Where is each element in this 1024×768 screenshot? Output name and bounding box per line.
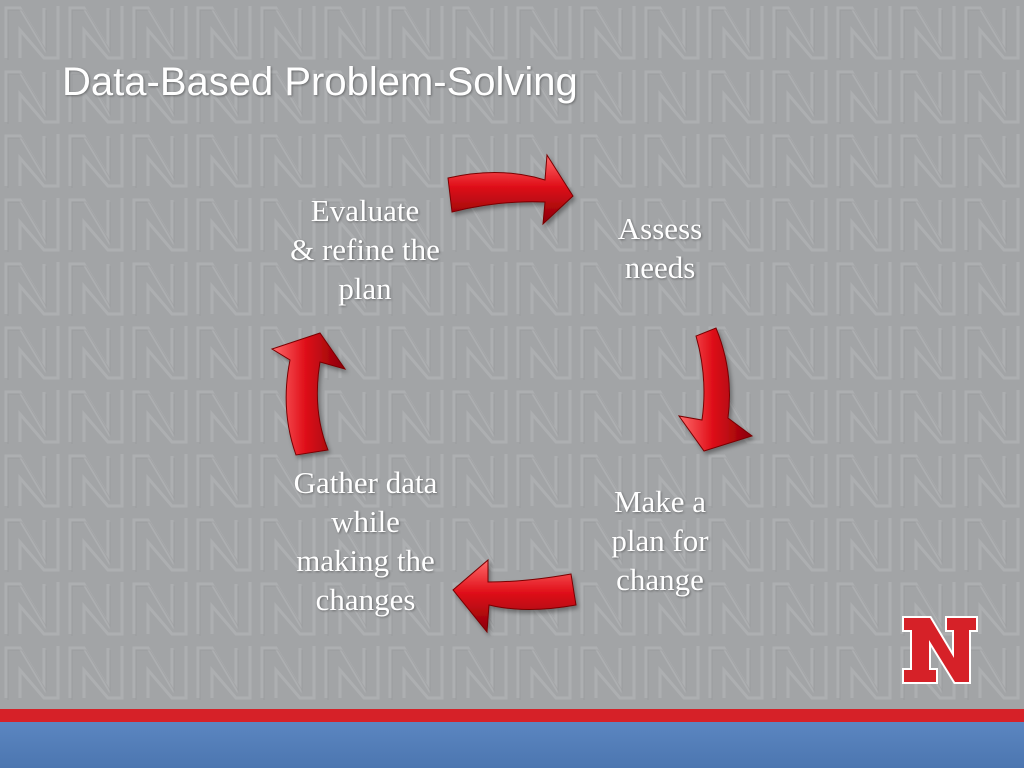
curved-arrow-left-icon <box>452 558 577 634</box>
step-text-line: needs <box>624 250 696 285</box>
slide-title: Data-Based Problem-Solving <box>62 60 578 104</box>
step-text-line: changes <box>315 582 416 617</box>
step-assess-needs: Assess needs <box>585 209 735 287</box>
step-text-line: plan for <box>611 523 709 558</box>
nebraska-n-logo <box>902 616 978 684</box>
curved-arrow-down-icon <box>677 327 754 452</box>
step-text-line: & refine the <box>290 232 440 267</box>
footer-red-stripe <box>0 709 1024 722</box>
curved-arrow-up-icon <box>270 332 347 456</box>
step-text-line: plan <box>338 271 392 306</box>
step-gather-data: Gather data while making the changes <box>263 463 468 619</box>
footer-blue-bar <box>0 722 1024 768</box>
curved-arrow-right-icon <box>447 153 574 226</box>
step-text-line: Gather data <box>293 465 438 500</box>
step-text-line: making the <box>296 543 435 578</box>
step-text-line: change <box>616 562 704 597</box>
step-text-line: Evaluate <box>310 193 420 228</box>
step-text-line: while <box>331 504 400 539</box>
step-text-line: Assess <box>617 211 703 246</box>
step-text-line: Make a <box>613 484 707 519</box>
step-make-plan: Make a plan for change <box>575 482 745 599</box>
step-evaluate-refine: Evaluate & refine the plan <box>265 191 465 308</box>
